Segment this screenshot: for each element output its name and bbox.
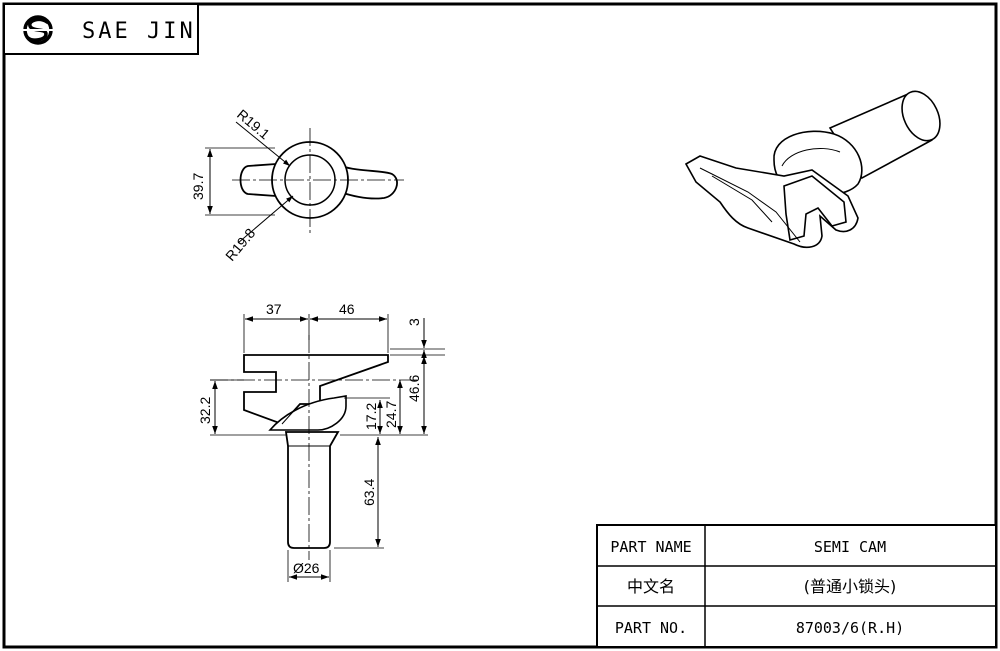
title-block-frame bbox=[596, 524, 997, 648]
overall-height-label: 46.6 bbox=[406, 375, 422, 402]
thickness-label: 3 bbox=[406, 318, 422, 326]
iso-cam-jaw bbox=[783, 175, 847, 242]
leader-r-top bbox=[235, 121, 291, 167]
cam-low-label: 17.2 bbox=[363, 403, 379, 430]
top-view bbox=[205, 121, 404, 244]
brand-name: SAE JIN bbox=[82, 19, 196, 44]
isometric-view bbox=[684, 90, 941, 249]
part-name-label: PART NAME bbox=[610, 538, 691, 556]
leader-r-bottom bbox=[237, 195, 294, 244]
right-width-label: 46 bbox=[339, 301, 355, 317]
part-no-label: PART NO. bbox=[615, 619, 687, 637]
cam-lobe bbox=[268, 395, 347, 431]
cam-edge bbox=[281, 403, 301, 425]
front-view bbox=[210, 314, 445, 582]
iso-wing-edge bbox=[699, 167, 801, 243]
left-width-label: 37 bbox=[266, 301, 282, 317]
jaw-height-label: 32.2 bbox=[197, 397, 213, 424]
shaft-length-label: 63.4 bbox=[361, 479, 377, 506]
chinese-name-value: (普通小锁头) bbox=[804, 577, 897, 596]
height-label: 39.7 bbox=[190, 173, 206, 200]
part-name-value: SEMI CAM bbox=[814, 538, 886, 556]
right-wing-outline bbox=[339, 165, 398, 200]
sae-jin-logo bbox=[20, 15, 56, 45]
part-no-value: 87003/6(R.H) bbox=[796, 619, 904, 637]
iso-flange-edge bbox=[781, 148, 841, 167]
header-block: SAE JIN bbox=[3, 3, 199, 55]
iso-wing-fillet bbox=[711, 175, 773, 223]
title-block: PART NAME SEMI CAM 中文名 (普通小锁头) PART NO. … bbox=[596, 524, 997, 648]
diameter-label: Ø26 bbox=[293, 560, 320, 576]
iso-shaft-end bbox=[901, 90, 941, 142]
cam-height-label: 24.7 bbox=[383, 401, 399, 428]
chinese-name-label: 中文名 bbox=[627, 577, 675, 596]
shaft bbox=[284, 431, 340, 549]
